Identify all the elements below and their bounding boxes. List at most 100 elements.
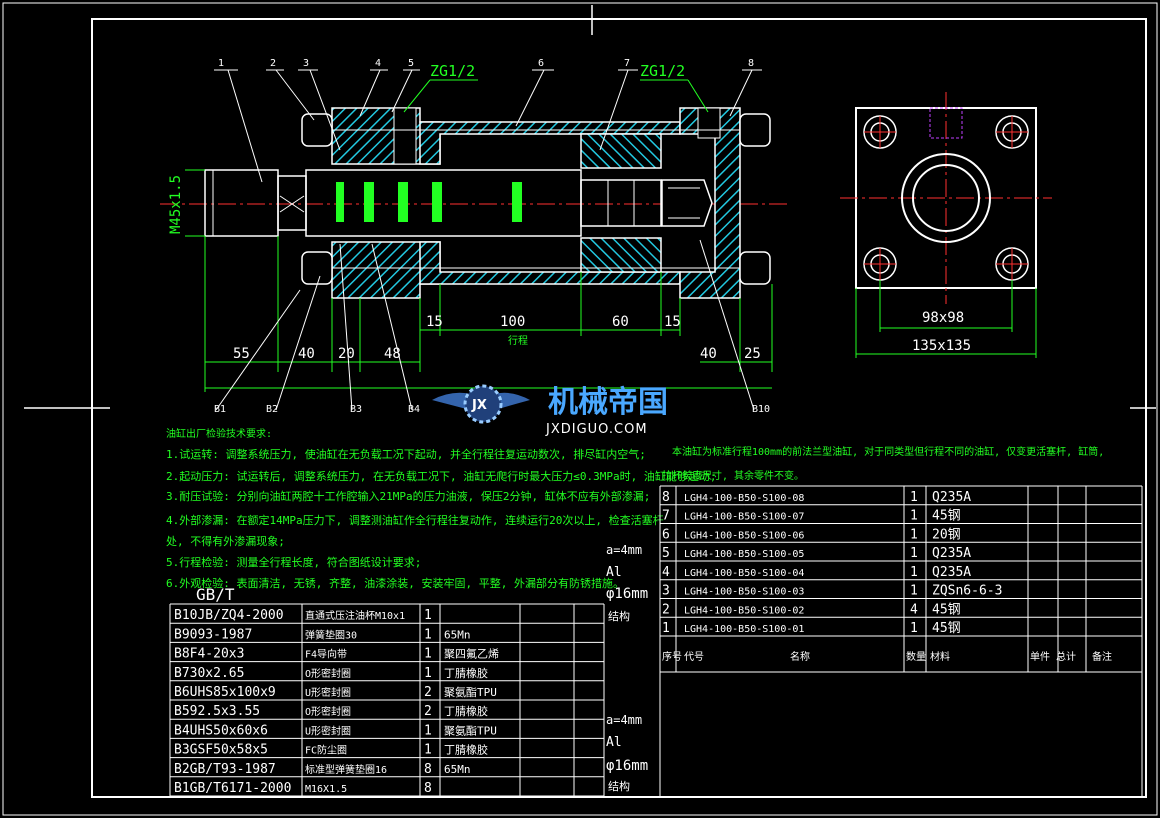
note-4b: 处, 不得有外渗漏现象; bbox=[166, 534, 285, 548]
bom-right-no: 3 bbox=[662, 584, 670, 599]
end-view: 98x98 135x135 bbox=[840, 92, 1052, 358]
thread-label: M45x1.5 bbox=[168, 175, 184, 234]
rear-head bbox=[679, 107, 741, 299]
note-3: 3.耐压试验: 分别向油缸两腔十工作腔输入21MPa的压力油液, 保压2分钟, … bbox=[166, 489, 650, 503]
note-1: 1.试运转: 调整系统压力, 使油缸在无负载工况下起动, 并全行程往复运动数次,… bbox=[166, 447, 646, 461]
bom-right-qty: 1 bbox=[910, 527, 918, 542]
dimension-texts: 55 40 20 48 15 100 60 15 40 25 bbox=[233, 314, 761, 362]
bom-left-qty: 1 bbox=[424, 627, 432, 642]
piston-upper bbox=[580, 133, 662, 169]
piston-lower bbox=[580, 237, 662, 273]
dim-40-left: 40 bbox=[298, 346, 315, 362]
right-note-2: 拉杆长度尺寸, 其余零件不变。 bbox=[662, 469, 804, 482]
stroke-label: 行程 bbox=[508, 334, 528, 347]
balloon-8: 8 bbox=[748, 58, 754, 69]
bom-right-no: 6 bbox=[662, 527, 670, 542]
bom-right-mat: Q235A bbox=[932, 490, 971, 505]
bom-left-qty: 1 bbox=[424, 723, 432, 738]
bom-right-code: LGH4-100-B50-S100-05 bbox=[684, 549, 804, 560]
bom-right-header-no: 序号 bbox=[662, 650, 682, 663]
bom-right-mat: 45钢 bbox=[932, 621, 961, 636]
notes-title: 油缸出厂检验技术要求: bbox=[166, 427, 272, 440]
bom-right-no: 8 bbox=[662, 490, 670, 505]
bom-left-qty: 8 bbox=[424, 762, 432, 777]
bom-left-name: F4导向带 bbox=[305, 648, 347, 661]
bore-inner bbox=[912, 164, 980, 232]
technical-notes: 油缸出厂检验技术要求: 1.试运转: 调整系统压力, 使油缸在无负载工况下起动,… bbox=[166, 427, 1104, 590]
bom-right-code: LGH4-100-B50-S100-03 bbox=[684, 587, 804, 598]
bom-right-mat: 45钢 bbox=[932, 509, 961, 524]
bom-left-mat: 65Mn bbox=[444, 763, 471, 776]
balloon-b1: B1 bbox=[214, 404, 226, 415]
balloon-7: 7 bbox=[624, 58, 630, 69]
mark-lower-al: Al bbox=[606, 735, 622, 750]
port-label-front: ZG1/2 bbox=[430, 62, 475, 80]
bom-left-code: B8F4-20x3 bbox=[174, 647, 244, 662]
dim-98x98: 98x98 bbox=[922, 310, 964, 326]
bom-left-code: B592.5x3.55 bbox=[174, 704, 260, 719]
mark-upper-phi: φ16mm bbox=[606, 586, 648, 602]
bom-right-qty: 1 bbox=[910, 546, 918, 561]
note-5: 5.行程检验: 测量全行程长度, 符合图纸设计要求; bbox=[166, 555, 421, 569]
dim-135x135: 135x135 bbox=[912, 338, 971, 354]
cylinder-section-view: M45x1.5 ZG1/2 ZG1/2 1 2 3 4 5 6 7 8 bbox=[160, 58, 790, 415]
bom-left-qty: 2 bbox=[424, 704, 432, 719]
bom-right-qty: 1 bbox=[910, 509, 918, 524]
bom-right-header-qty: 数量 bbox=[906, 650, 926, 663]
bom-left-name: 弹簧垫圈30 bbox=[305, 628, 357, 641]
balloon-5: 5 bbox=[408, 58, 414, 69]
bom-left-qty: 8 bbox=[424, 781, 432, 796]
bom-left-code: B730x2.65 bbox=[174, 666, 244, 681]
dim-20: 20 bbox=[338, 346, 355, 362]
bolt-holes bbox=[863, 115, 1029, 281]
port-hidden bbox=[929, 107, 963, 139]
standards-label: GB/T bbox=[196, 585, 235, 604]
bom-right-mat: Q235A bbox=[932, 565, 971, 580]
bom-right-header-remark: 备注 bbox=[1092, 650, 1112, 663]
balloon-4: 4 bbox=[375, 58, 381, 69]
balloon-6: 6 bbox=[538, 58, 544, 69]
bom-right-qty: 1 bbox=[910, 490, 918, 505]
port-label-rear: ZG1/2 bbox=[640, 62, 685, 80]
logo-name: 机械帝国 bbox=[548, 385, 668, 420]
balloon-3: 3 bbox=[303, 58, 309, 69]
bom-right-code: LGH4-100-B50-S100-07 bbox=[684, 512, 804, 523]
logo-badge: JX bbox=[471, 398, 487, 413]
mark-lower-struct: 结构 bbox=[608, 779, 630, 793]
tie-rod-lower bbox=[301, 251, 771, 285]
mark-upper-struct: 结构 bbox=[608, 609, 630, 623]
note-6: 6.外观检验: 表面清洁, 无锈, 齐整, 油漆涂装, 安装牢固, 平整, 外漏… bbox=[166, 576, 624, 590]
bom-right-qty: 1 bbox=[910, 621, 918, 636]
bom-right-code: LGH4-100-B50-S100-02 bbox=[684, 605, 804, 616]
bom-right-qty: 1 bbox=[910, 565, 918, 580]
bom-left-qty: 1 bbox=[424, 608, 432, 623]
bom-left-name: 直通式压注油杯M10x1 bbox=[305, 609, 405, 622]
bom-left-qty: 1 bbox=[424, 666, 432, 681]
bom-left-qty: 1 bbox=[424, 647, 432, 662]
bom-right-code: LGH4-100-B50-S100-01 bbox=[684, 624, 804, 635]
mark-upper-al: Al bbox=[606, 565, 622, 580]
bom-left-name: 标准型弹簧垫圈16 bbox=[305, 763, 387, 776]
side-marks: a=4mm Al φ16mm 结构 a=4mm Al φ16mm 结构 bbox=[606, 543, 648, 793]
mark-lower-a: a=4mm bbox=[606, 713, 642, 727]
bom-left-code: B6UHS85x100x9 bbox=[174, 685, 276, 700]
bom-left-code: B10JB/ZQ4-2000 bbox=[174, 608, 284, 623]
part-balloons: 1 2 3 4 5 6 7 8 bbox=[214, 58, 762, 183]
port-bore-rear bbox=[697, 107, 721, 139]
piston-core bbox=[580, 179, 662, 227]
piston-nut bbox=[661, 179, 713, 227]
bom-left-name: M16X1.5 bbox=[305, 784, 347, 795]
piston-rod bbox=[305, 169, 582, 237]
dim-15-right: 15 bbox=[664, 314, 681, 330]
note-2: 2.起动压力: 试运转后, 调整系统压力, 在无负载工况下, 油缸无爬行时最大压… bbox=[166, 469, 716, 483]
bom-right-mat: 45钢 bbox=[932, 602, 961, 617]
gear-icon bbox=[463, 384, 503, 424]
bom-left-mat: 65Mn bbox=[444, 628, 471, 641]
mark-upper-a: a=4mm bbox=[606, 543, 642, 557]
dim-25: 25 bbox=[744, 346, 761, 362]
bom-left-code: B9093-1987 bbox=[174, 627, 252, 642]
balloon-b3: B3 bbox=[350, 404, 362, 415]
balloon-b10: B10 bbox=[752, 404, 770, 415]
